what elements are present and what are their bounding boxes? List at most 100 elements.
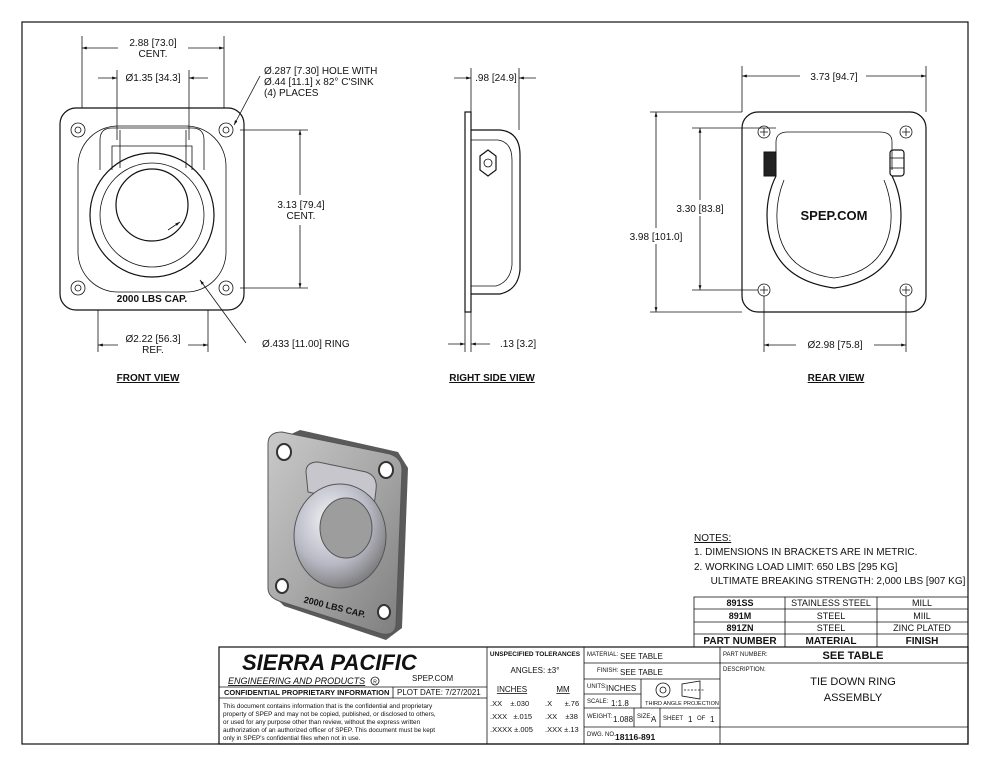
rear-nut-left — [763, 151, 777, 177]
front-bracket — [99, 127, 205, 170]
front-plate-outline — [59, 107, 245, 311]
disclaimer-1: This document contains information that … — [223, 703, 433, 710]
front-ring-note: Ø.433 [11.00] RING — [262, 339, 350, 350]
weight-label: WEIGHT: — [587, 714, 612, 720]
description-line-2: ASSEMBLY — [824, 692, 883, 704]
side-plate — [464, 111, 472, 313]
front-hole-tl — [70, 122, 86, 138]
front-dim-bottom-sub: REF. — [142, 345, 164, 356]
plot-date: PLOT DATE: 7/27/2021 — [397, 688, 481, 697]
front-dim-bottom: Ø2.22 [56.3] — [125, 334, 180, 345]
parts-row-1-mat: STAINLESS STEEL — [791, 598, 871, 608]
note-3: ULTIMATE BREAKING STRENGTH: 2,000 LBS [9… — [694, 576, 966, 587]
iso-view: 2000 LBS CAP. — [267, 430, 408, 640]
rear-brand-text: SPEP.COM — [801, 208, 868, 223]
front-hole-br — [218, 280, 234, 296]
parts-row-3-fin: ZINC PLATED — [893, 623, 951, 633]
tol-in-3: .XXXX ±.005 — [490, 725, 533, 734]
parts-table: 891SS STAINLESS STEEL MILL 891M STEEL MI… — [693, 596, 969, 648]
scale-value: 1:1.8 — [611, 699, 629, 708]
of-label: OF — [697, 716, 706, 722]
side-dim-top: .98 [24.9] — [475, 73, 517, 84]
front-dim-side: 3.13 [79.4] — [277, 200, 324, 211]
rear-dim-top: 3.73 [94.7] — [810, 72, 857, 83]
registered-mark: R — [373, 680, 377, 686]
company-website: SPEP.COM — [412, 674, 454, 683]
parts-row-3-mat: STEEL — [817, 623, 846, 633]
weight-value: 1.088 — [613, 715, 634, 724]
side-view: .98 [24.9] .13 [3.2] RIGHT SIDE VIEW — [448, 68, 536, 384]
parts-header-pn: PART NUMBER — [703, 636, 777, 647]
units-label: UNITS: — [587, 684, 607, 690]
units-value: INCHES — [606, 684, 636, 693]
sheet-total: 1 — [710, 715, 715, 724]
projection-label: THIRD ANGLE PROJECTION — [645, 701, 719, 707]
tol-in-1: .XX ±.030 — [490, 699, 529, 708]
side-bolt-head — [479, 149, 497, 177]
tolerances-title: UNSPECIFIED TOLERANCES — [490, 651, 581, 658]
rear-view: SPEP.COM 3.73 [94.7] 3.30 [83.8] 3.98 [1… — [630, 66, 927, 384]
material-value: SEE TABLE — [620, 652, 663, 661]
notes: NOTES: 1. DIMENSIONS IN BRACKETS ARE IN … — [694, 533, 966, 587]
front-hole-tr — [218, 122, 234, 138]
front-dim-side-sub: CENT. — [287, 211, 316, 222]
tol-in-2: .XXX ±.015 — [490, 712, 532, 721]
parts-row-2-mat: STEEL — [817, 611, 846, 621]
parts-row-3-pn: 891ZN — [726, 623, 753, 633]
tol-mm-1: .X ±.76 — [545, 699, 579, 708]
side-body — [471, 129, 521, 295]
tolerances-inches-head: INCHES — [497, 685, 527, 694]
title-block: SIERRA PACIFIC ENGINEERING AND PRODUCTS … — [218, 646, 969, 745]
disclaimer-2: property of SPEP and may not be copied, … — [223, 711, 436, 718]
parts-row-1-pn: 891SS — [726, 598, 753, 608]
front-hole-note-3: (4) PLACES — [264, 88, 319, 99]
front-view-label: FRONT VIEW — [117, 373, 180, 384]
third-angle-projection-icon — [655, 680, 704, 700]
front-view: 2000 LBS CAP. 2.88 [73.0] CENT. Ø1.35 [3… — [59, 36, 377, 384]
disclaimer-4: authorization of an authorized officer o… — [223, 727, 435, 734]
front-hole-bl — [70, 280, 86, 296]
sheet-value: 1 — [688, 715, 693, 724]
front-ring-outer — [89, 152, 215, 278]
rear-dim-outer: 3.98 [101.0] — [630, 232, 683, 243]
scale-label: SCALE: — [587, 699, 609, 705]
iso-ring-inner — [319, 497, 373, 559]
notes-heading: NOTES: — [694, 533, 731, 544]
sheet-label: SHEET — [663, 716, 683, 722]
tolerances-angles: ANGLES: ±3° — [511, 666, 560, 675]
disclaimer-5: only in SPEP's confidential files when n… — [223, 735, 361, 742]
parts-row-2-pn: 891M — [729, 611, 752, 621]
description-line-1: TIE DOWN RING — [810, 676, 896, 688]
tolerances-mm-head: MM — [556, 685, 570, 694]
rear-nut-right — [889, 149, 905, 177]
front-dim-ring: Ø1.35 [34.3] — [125, 73, 180, 84]
part-number-label: PART NUMBER: — [723, 652, 768, 658]
front-ring-mid — [99, 162, 205, 268]
rear-view-label: REAR VIEW — [808, 373, 865, 384]
front-hole-note-2: Ø.44 [11.1] x 82° C'SINK — [264, 77, 374, 88]
side-dim-bottom: .13 [3.2] — [500, 339, 536, 350]
rear-hole-tl — [757, 125, 771, 139]
front-hole-note-1: Ø.287 [7.30] HOLE WITH — [264, 66, 377, 77]
note-2: 2. WORKING LOAD LIMIT: 650 LBS [295 KG] — [694, 562, 898, 573]
confidential-heading: CONFIDENTIAL PROPRIETARY INFORMATION — [224, 688, 389, 697]
front-dim-top-sub: CENT. — [139, 49, 168, 60]
side-view-label: RIGHT SIDE VIEW — [449, 373, 535, 384]
tol-mm-3: .XXX ±.13 — [545, 725, 579, 734]
front-ring-inner — [115, 168, 189, 242]
finish-value: SEE TABLE — [620, 668, 663, 677]
front-capacity-text: 2000 LBS CAP. — [117, 294, 188, 305]
dwg-number: 18116-891 — [615, 732, 655, 742]
parts-header-mat: MATERIAL — [806, 636, 857, 647]
front-dim-top: 2.88 [73.0] — [129, 38, 176, 49]
material-label: MATERIAL: — [587, 652, 619, 658]
tol-mm-2: .XX ±38 — [545, 712, 578, 721]
rear-ring-outline — [766, 175, 902, 289]
part-number-value: SEE TABLE — [823, 650, 884, 662]
rear-plate-outline — [741, 111, 927, 313]
description-label: DESCRIPTION: — [723, 667, 766, 673]
company-name: SIERRA PACIFIC — [242, 650, 418, 675]
rear-hole-tr — [899, 125, 913, 139]
note-1: 1. DIMENSIONS IN BRACKETS ARE IN METRIC. — [694, 547, 917, 558]
